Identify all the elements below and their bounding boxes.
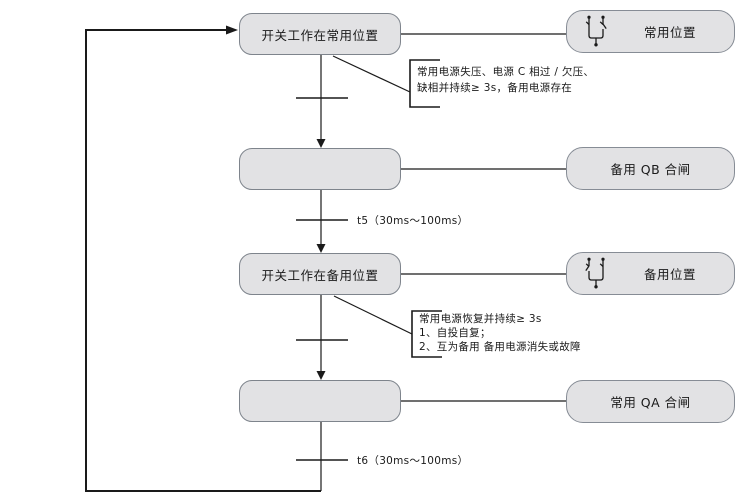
state-switch-in-backup-position: 开关工作在备用位置 — [239, 253, 401, 295]
status-box-label: 常用位置 — [644, 25, 697, 40]
status-box-normal-position: 常用位置 — [566, 10, 735, 53]
arrowhead-right-icon — [226, 25, 238, 35]
status-box-label: 备用 QB 合闸 — [610, 162, 691, 177]
state-label: 开关工作在备用位置 — [261, 267, 379, 283]
status-box-label: 备用位置 — [644, 267, 697, 282]
note-bracket — [411, 310, 442, 358]
status-box-backup-qb-close: 备用 QB 合闸 — [566, 147, 735, 190]
condition-line: 常用电源失压、电源 C 相过 / 欠压、 — [417, 66, 595, 78]
state-switch-in-normal-position: 开关工作在常用位置 — [239, 13, 401, 55]
feedback-loop-line — [85, 29, 321, 492]
leader-line — [332, 55, 411, 93]
arrowhead-down-icon — [316, 371, 326, 380]
arrowhead-down-icon — [316, 244, 326, 253]
status-box-backup-position: 备用位置 — [566, 252, 735, 295]
transfer-switch-normal-icon — [585, 15, 607, 47]
transfer-switch-backup-icon — [585, 257, 605, 289]
status-box-label: 常用 QA 合闸 — [610, 395, 691, 410]
leader-line — [333, 295, 413, 335]
condition-line: 1、自投自复； — [419, 327, 491, 339]
status-box-normal-qa-close: 常用 QA 合闸 — [566, 380, 735, 423]
note-bracket — [409, 59, 440, 108]
state-empty-transfer-to-backup — [239, 148, 401, 190]
arrowhead-down-icon — [316, 139, 326, 148]
state-empty-transfer-to-normal — [239, 380, 401, 422]
condition-line: 常用电源恢复并持续≥ 3s — [419, 313, 542, 325]
condition-note-power-loss: 常用电源失压、电源 C 相过 / 欠压、 缺相并持续≥ 3s，备用电源存在 — [417, 64, 594, 96]
condition-line: 2、互为备用 备用电源消失或故障 — [419, 341, 581, 353]
state-label: 开关工作在常用位置 — [261, 27, 379, 43]
condition-line: 缺相并持续≥ 3s，备用电源存在 — [417, 82, 573, 94]
condition-note-power-restored: 常用电源恢复并持续≥ 3s 1、自投自复； 2、互为备用 备用电源消失或故障 — [419, 312, 581, 354]
timer-label-t5: t5（30ms～100ms） — [357, 215, 469, 227]
timer-label-t6: t6（30ms～100ms） — [357, 455, 469, 467]
